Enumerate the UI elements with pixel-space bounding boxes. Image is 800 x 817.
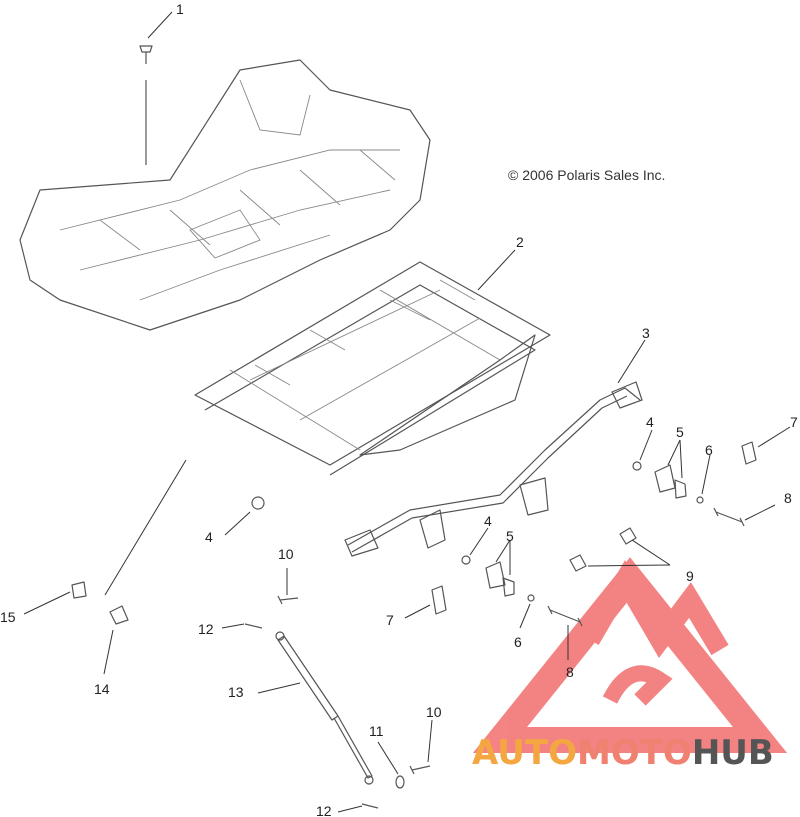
seat-base-icon	[19, 59, 431, 331]
leader-line	[757, 426, 791, 448]
callout-6: 6	[705, 442, 713, 458]
callout-14: 14	[94, 681, 110, 697]
callout-10: 10	[426, 704, 442, 720]
seat-frame-icon	[194, 261, 551, 476]
screw-icon	[139, 45, 153, 64]
leader-line	[427, 719, 433, 763]
spring-icon	[431, 441, 757, 615]
callout-7: 7	[790, 414, 798, 430]
callout-11: 11	[369, 723, 384, 739]
callout-8: 8	[784, 490, 792, 506]
leader-line	[103, 629, 114, 675]
nut-icon	[569, 527, 637, 572]
bushing-icon	[109, 605, 129, 625]
leader-line	[631, 539, 671, 566]
leader-line	[469, 527, 489, 556]
bushing-icon	[251, 461, 642, 565]
bolt-icon	[547, 507, 745, 627]
latch-rod-icon	[344, 381, 643, 557]
callout-1: 1	[176, 1, 184, 17]
bolt-icon	[71, 581, 87, 599]
pin-icon	[527, 496, 704, 602]
callout-12: 12	[316, 803, 332, 817]
callout-5: 5	[506, 528, 514, 544]
leader-line	[477, 249, 516, 291]
leader-line	[495, 539, 511, 563]
leader-line	[701, 454, 711, 495]
callout-4: 4	[484, 513, 492, 529]
leader-line	[337, 805, 363, 813]
copyright-notice: © 2006 Polaris Sales Inc.	[508, 167, 665, 183]
leader-line	[667, 439, 681, 466]
clip-icon	[485, 464, 687, 597]
watermark-text: AUTOMOTOHUB	[472, 733, 774, 773]
callout-9: 9	[686, 568, 694, 584]
leader-line	[147, 11, 173, 39]
callout-4: 4	[205, 529, 213, 545]
callout-3: 3	[642, 325, 650, 341]
leader-line	[23, 591, 71, 615]
leader-line	[104, 459, 187, 596]
leader-line	[221, 623, 245, 629]
watermark-moto: MOTO	[577, 733, 692, 773]
callout-5: 5	[676, 424, 684, 440]
callout-4: 4	[646, 414, 654, 430]
watermark-hub: HUB	[692, 733, 774, 773]
leader-line	[404, 604, 431, 619]
watermark-auto: AUTO	[472, 733, 577, 773]
pin-icon	[277, 595, 431, 775]
callout-12: 12	[198, 621, 214, 637]
callout-10: 10	[278, 546, 294, 562]
callout-8: 8	[566, 664, 574, 680]
leader-line	[377, 741, 399, 775]
callout-7: 7	[386, 612, 394, 628]
callout-13: 13	[228, 684, 244, 700]
bushing-icon	[395, 775, 405, 789]
screw-icon	[244, 623, 379, 809]
leader-line	[679, 439, 683, 479]
leader-line	[617, 339, 646, 384]
leader-line	[257, 682, 301, 694]
callout-6: 6	[514, 634, 522, 650]
leader-line	[587, 564, 671, 567]
leader-line	[744, 504, 776, 521]
leader-line	[519, 603, 531, 629]
callout-2: 2	[516, 234, 524, 250]
leader-line	[639, 429, 653, 461]
callout-15: 15	[0, 609, 16, 625]
leader-line	[224, 511, 251, 536]
watermark-logo-icon	[472, 557, 788, 753]
gas-strut-icon	[275, 631, 374, 785]
